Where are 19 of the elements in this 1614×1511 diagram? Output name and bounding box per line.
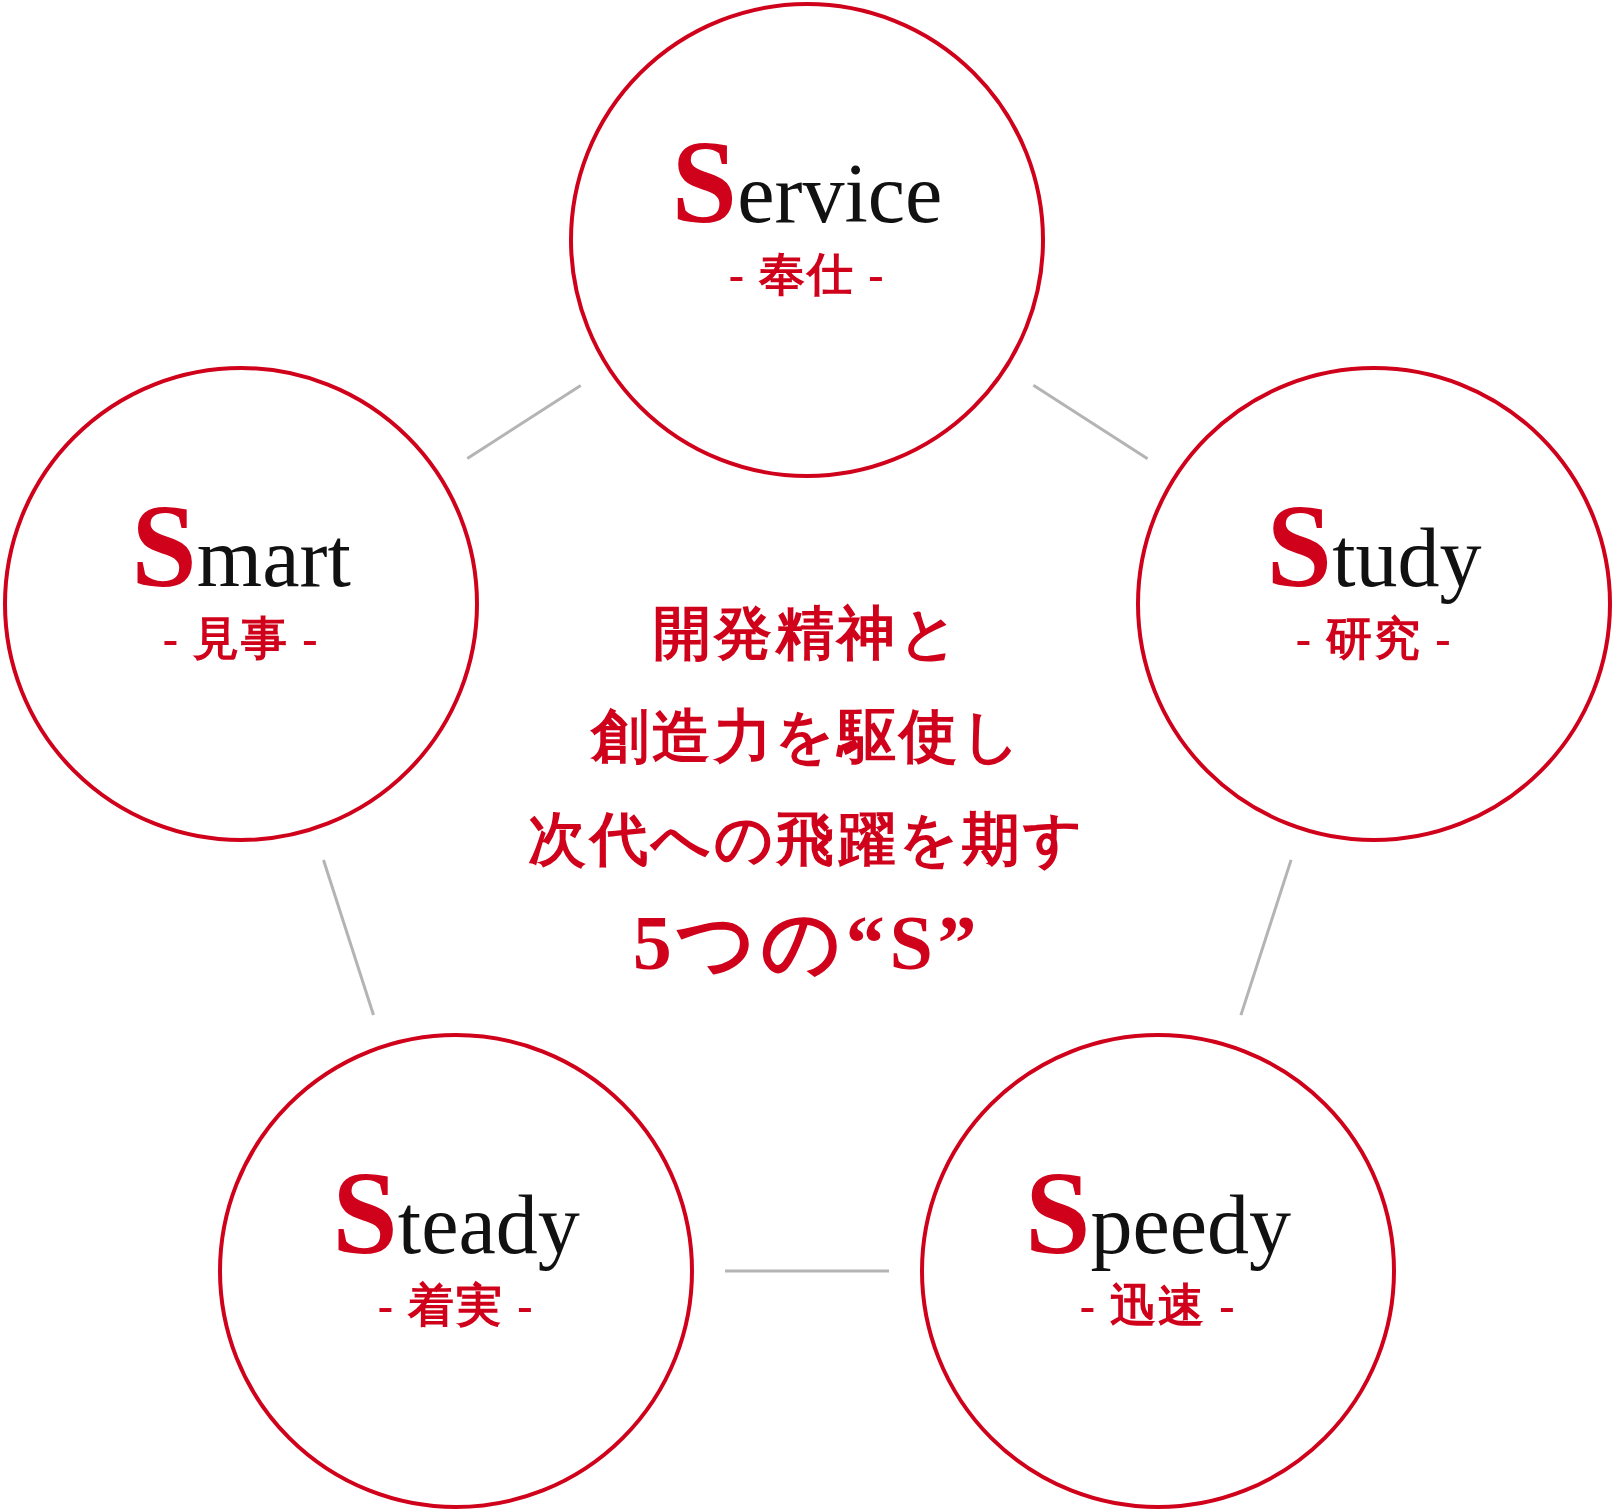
keyword-translation: - 着実 -	[377, 1281, 535, 1332]
keyword-translation: - 迅速 -	[1079, 1281, 1237, 1332]
connector-line	[466, 384, 582, 460]
connector-line	[322, 859, 375, 1016]
motto-line: 5つの“S”	[632, 898, 982, 988]
keyword-translation: - 見事 -	[162, 614, 320, 665]
motto-line: 創造力を駆使し	[590, 703, 1024, 771]
keyword-heading: Steady	[332, 1155, 580, 1273]
connector-line	[725, 1269, 889, 1273]
keyword-heading: Smart	[131, 488, 351, 606]
connector-line	[1032, 384, 1149, 460]
keyword-heading: Speedy	[1024, 1155, 1292, 1273]
keyword-translation: - 奉仕 -	[728, 250, 886, 301]
keyword-translation: - 研究 -	[1295, 614, 1453, 665]
keyword-heading: Service	[671, 124, 943, 242]
connector-line	[1239, 859, 1293, 1016]
motto-line: 次代への飛躍を期す	[528, 806, 1086, 874]
keyword-heading: Study	[1266, 488, 1482, 606]
motto-line: 開発精神と	[652, 600, 962, 668]
